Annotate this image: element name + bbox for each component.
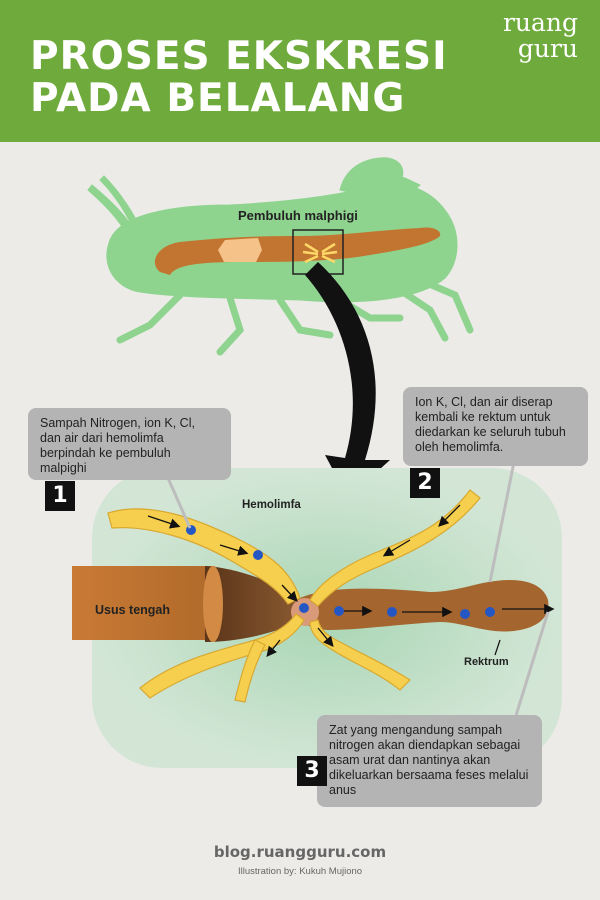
title-line-2: PADA BELALANG <box>30 76 406 121</box>
label-rektrum: Rektrum <box>464 656 509 668</box>
rectum <box>300 580 549 632</box>
brand-logo-line-2: guru <box>517 34 578 63</box>
flow-arrows <box>147 504 555 658</box>
step-1-number: 1 <box>45 481 75 511</box>
header-banner: PROSES EKSKRESI PADA BELALANG ruang guru <box>0 0 600 142</box>
gut-junction <box>205 566 300 642</box>
midgut <box>72 566 215 640</box>
gut-in-body <box>154 227 441 275</box>
step-1-callout: Sampah Nitrogen, ion K, Cl, dan air dari… <box>28 408 231 480</box>
zoom-arrow <box>305 262 390 498</box>
step-1-text: Sampah Nitrogen, ion K, Cl, dan air dari… <box>40 416 195 475</box>
midgut-opening <box>203 566 223 642</box>
rektrum-pointer <box>494 639 501 656</box>
step-2-text: Ion K, Cl, dan air diserap kembali ke re… <box>415 395 566 454</box>
diagram-illustration: Pembuluh malphigi Hemolimfa Usus tengah … <box>72 157 562 768</box>
malpighi-tubules-small <box>302 242 338 264</box>
step-3-text: Zat yang mengandung sampah nitrogen akan… <box>329 723 529 797</box>
brand-logo-line-1: ruang <box>502 8 578 37</box>
malpighi-tubules-magnified <box>107 489 481 703</box>
step-3-number: 3 <box>297 756 327 786</box>
label-usus-tengah: Usus tengah <box>95 603 170 617</box>
label-hemolimfa: Hemolimfa <box>242 499 301 511</box>
nitrogen-particles <box>186 525 495 619</box>
step-3-callout: Zat yang mengandung sampah nitrogen akan… <box>317 715 542 807</box>
step-2-callout: Ion K, Cl, dan air diserap kembali ke re… <box>403 387 588 466</box>
footer-site: blog.ruangguru.com <box>213 843 387 861</box>
footer-credit: Illustration by: Kukuh Mujiono <box>237 866 363 877</box>
step-2-number: 2 <box>410 468 440 498</box>
title-line-1: PROSES EKSKRESI <box>30 34 448 79</box>
label-malpighi: Pembuluh malphigi <box>238 208 358 223</box>
